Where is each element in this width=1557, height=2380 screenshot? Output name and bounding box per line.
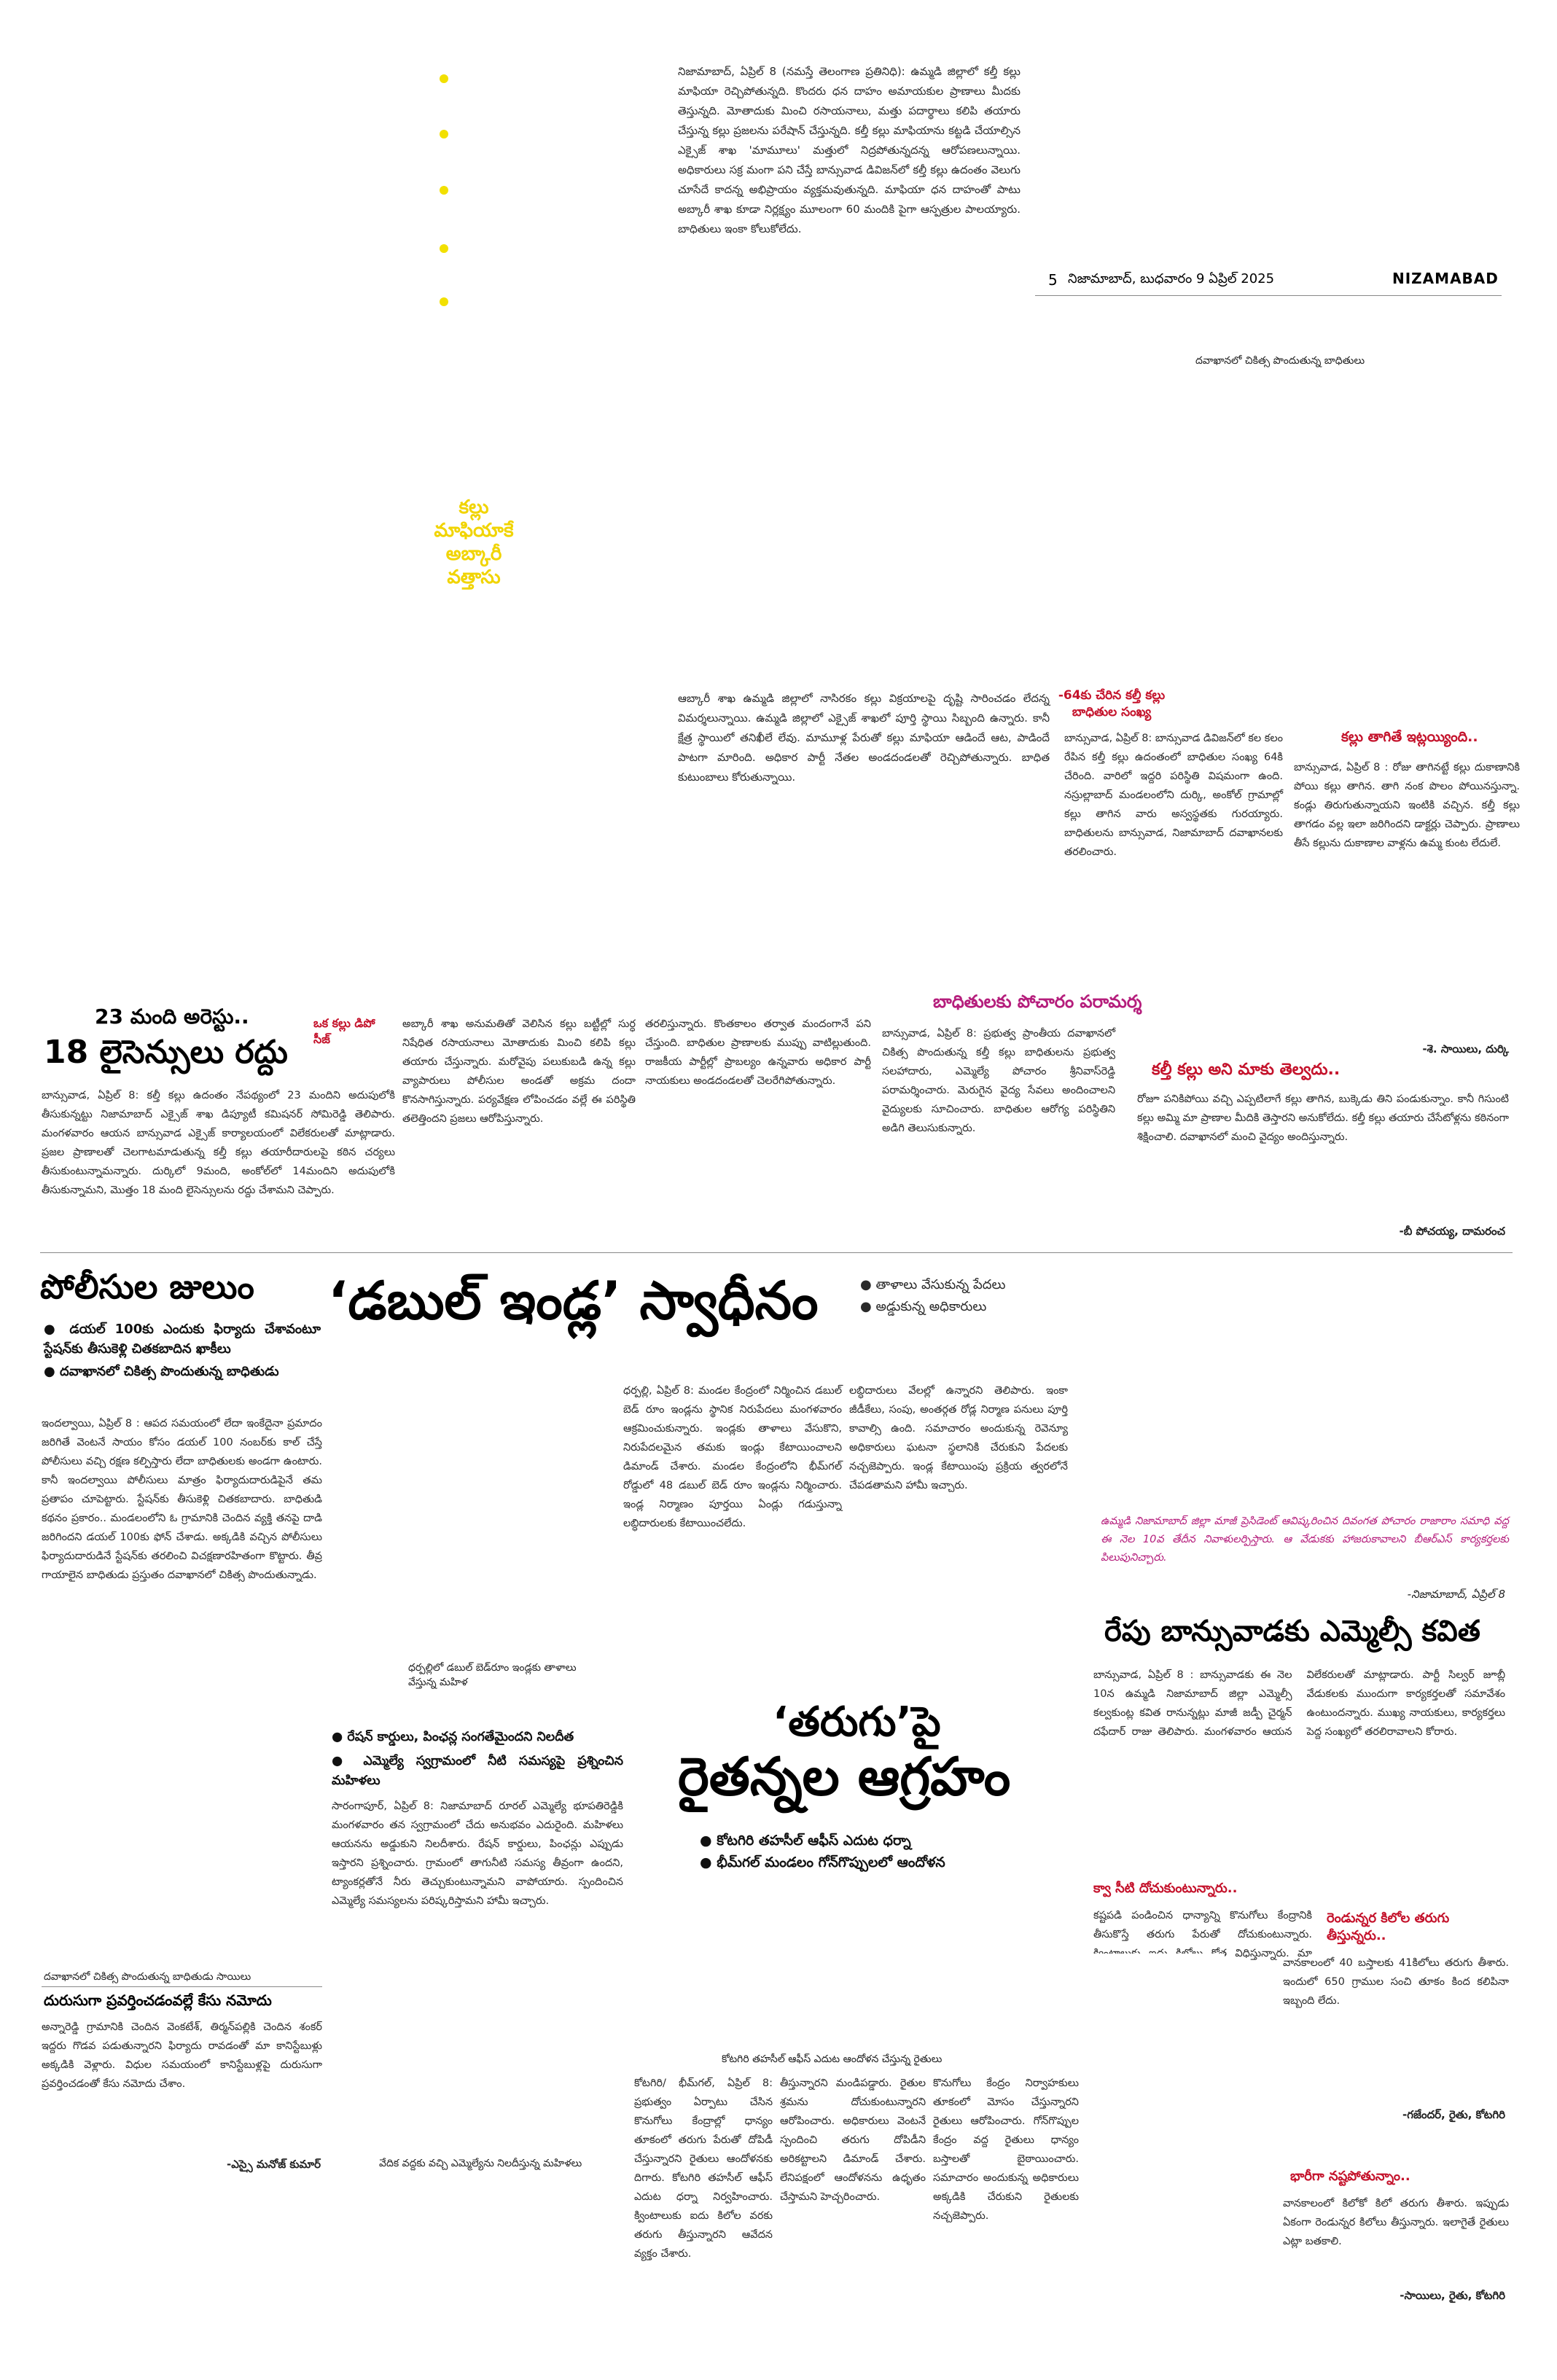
quote-3-body: వానకాలంలో కిలోకో కిలో తరుగు తీశారు. ఇప్ప…	[1283, 2198, 1509, 2247]
toddy-box-signature: -శె. సాయిలు, దుర్కి	[1422, 1042, 1509, 1056]
ration-bullet-2: ఎమ్మెల్యే స్వగ్రామంలో నీటి సమస్యపై ప్రశ్…	[332, 1752, 623, 1791]
quote-2-headline: రెండున్నర కిలోల తరుగు తీస్తున్నరు..	[1327, 1911, 1450, 1943]
double-photo-caption: ధర్పల్లిలో డబుల్ బెడ్‌రూం ఇండ్లకు తాళాలు…	[408, 1662, 577, 1688]
police-photo	[42, 1822, 322, 1965]
arrests-col3: తరలిస్తున్నారు. కొంతకాలం తర్వాత మందంగానే…	[645, 1018, 871, 1087]
double-col2: లబ్ధిదారులు వేలల్లో ఉన్నారని తెలిపారు. ఇ…	[849, 1385, 1068, 1491]
dateline: నిజామాబాద్, బుధవారం 9 ఏప్రిల్ 2025	[1068, 271, 1275, 286]
telvadu-headline: కల్తీ కల్లు అని మాకు తెల్వదు..	[1152, 1061, 1341, 1079]
tarugu-bullet-1: కోటగిరి తహసీల్ ఆఫీస్ ఎదుట ధర్నా	[700, 1830, 1079, 1852]
sidebar-body: బాన్సువాడ, ఏప్రిల్ 8: బాన్సువాడ డివిజన్‌…	[1064, 733, 1283, 858]
arrests-col2: అబ్కారీ శాఖ అనుమతితో వెలిసిన కల్లు బట్టీ…	[402, 1018, 636, 1125]
police-bullet-1: డయల్ 100కు ఎందుకు ఫిర్యాదు చేశావంటూ స్టే…	[44, 1319, 321, 1359]
ration-photo	[332, 2019, 623, 2165]
quote-3-signature: -సాయిలు, రైతు, కోటగిరి	[1400, 2289, 1505, 2302]
police-bullet-2: దవాఖానలో చికిత్స పొందుతున్న బాధితుడు	[44, 1362, 321, 1381]
kavitha-photo	[1079, 1283, 1509, 1523]
quote-1-headline: క్వా సీటి దోచుకుంటున్నారు..	[1093, 1881, 1238, 1896]
police-sub-body: అన్నారెడ్డి గ్రామానికి చెందిన వెంకటేశ్, …	[42, 2021, 322, 2090]
bullet-dot	[440, 297, 448, 306]
top-story-photo	[1035, 343, 1502, 671]
top-story-intro: నిజామాబాద్, ఏప్రిల్ 8 (నమస్తే తెలంగాణ ప్…	[678, 65, 1021, 235]
telvadu-body: రోజూ పనికిపోయి వచ్చి ఎప్పటిలాగే కల్లు తా…	[1137, 1093, 1509, 1143]
quote-3-headline: భారీగా నష్టపోతున్నాం..	[1290, 2169, 1410, 2184]
toddy-box-title: కల్లు తాగితే ఇట్లయ్యింది..	[1341, 729, 1478, 745]
tarugu-caption: కోటగిరి తహసీల్ ఆఫీస్ ఎదుట ఆందోళన చేస్తున…	[722, 2053, 943, 2065]
police-sub-signature: -ఎస్సై మనోజ్ కుమార్	[227, 2158, 321, 2171]
bullet-dot	[440, 186, 448, 195]
tarugu-body3: కొనుగోలు కేంద్రం నిర్వాహకులు తూకంలో మోసం…	[933, 2077, 1079, 2222]
bullet-dot	[440, 74, 448, 83]
ration-bullet-1: రేషన్ కార్డులు, పింఛన్ల సంగతేమైందని నిలద…	[332, 1728, 623, 1747]
kavitha-banner: ఉమ్మడి నిజామాబాద్ జిల్లా మాజీ ప్రెసిడెంట…	[1101, 1515, 1509, 1564]
double-bullets: తాళాలు వేసుకున్న పేదలు అడ్డుకున్న అధికార…	[860, 1274, 1028, 1318]
bullet-dot	[440, 130, 448, 138]
police-headline: పోలీసుల జులుం	[40, 1267, 254, 1306]
quote-1-photo	[1093, 1954, 1225, 2056]
police-bullet: డయల్ 100కు ఎందుకు ఫిర్యాదు చేశావంటూ స్టే…	[44, 1319, 321, 1381]
ration-bullets: రేషన్ కార్డులు, పింఛన్ల సంగతేమైందని నిలద…	[332, 1728, 623, 1791]
tarugu-headline-1: ‘తరుగు’పై	[773, 1698, 941, 1746]
tarugu-photo	[634, 1881, 1086, 2048]
campaign-body: బాన్సువాడ, ఏప్రిల్ 8: ప్రభుత్వ ప్రాంతీయ …	[882, 1028, 1115, 1134]
toddy-box-body: బాన్సువాడ, ఏప్రిల్ 8 : రోజు తాగినట్టే కల…	[1294, 762, 1520, 849]
telvadu-signature: -బీ పోచయ్య, దామరంచ	[1399, 1225, 1505, 1238]
police-sub-rule	[42, 1986, 322, 1987]
tarugu-body1: కోటగిరి/ భీమ్‌గల్, ఏప్రిల్ 8: ప్రభుత్వం …	[634, 2077, 773, 2260]
section-name: NIZAMABAD	[1392, 270, 1499, 287]
kavitha-body: బాన్సువాడ, ఏప్రిల్ 8 : బాన్సువాడకు ఈ నెల…	[1093, 1669, 1505, 1738]
sidebar-headline: -64కు చేరిన కల్తీ కల్లు బాధితుల సంఖ్య	[1058, 688, 1166, 719]
bullet-dot	[440, 244, 448, 253]
police-photo-caption: దవాఖానలో చికిత్స పొందుతున్న బాధితుడు సాయ…	[44, 1971, 251, 1983]
double-photo	[328, 1370, 616, 1655]
double-bullet-1: తాళాలు వేసుకున్న పేదలు	[860, 1274, 1028, 1296]
top-story-col2: ఆబ్కారీ శాఖ ఉమ్మడి జిల్లాలో నాసిరకం కల్ల…	[678, 692, 1050, 784]
police-body: ఇందల్వాయి, ఏప్రిల్ 8 : ఆపద సమయంలో లేదా ఇ…	[42, 1418, 322, 1581]
arrests-body: బాన్సువాడ, ఏప్రిల్ 8: కల్తీ కల్లు ఉదంతం …	[42, 1090, 395, 1196]
top-story-headline: కల్లు మాఫియాకే అబ్కారీ వత్తాసు	[434, 496, 514, 588]
double-col1: ధర్పల్లి, ఏప్రిల్ 8: మండల కేంద్రంలో నిర్…	[623, 1385, 842, 1529]
double-headline: ‘డబుల్ ఇండ్ల’ స్వాధీనం	[328, 1270, 819, 1331]
kavitha-banner-signature: -నిజామాబాద్, ఏప్రిల్ 8	[1407, 1588, 1505, 1601]
tarugu-body2: తీస్తున్నారని మండిపడ్డారు. రైతుల శ్రమను …	[780, 2077, 926, 2203]
page-number: 5	[1048, 271, 1058, 289]
arrests-kicker: 23 మంది అరెస్టు..	[95, 1004, 249, 1029]
kavitha-headline: రేపు బాన్సువాడకు ఎమ్మెల్సీ కవిత	[1104, 1615, 1480, 1648]
arrests-headline: 18 లైసెన్సులు రద్దు	[44, 1034, 288, 1071]
campaign-headline: బాధితులకు పోచారం పరామర్శ	[933, 991, 1142, 1012]
quote-2-body: వానకాలంలో 40 బస్తాలకు 41కిలోలు తరుగు తీశ…	[1283, 1957, 1509, 2007]
masthead-rule	[1035, 295, 1502, 296]
ration-caption: వేదిక వద్దకు వచ్చి ఎమ్మెల్యేను నిలదీస్తు…	[379, 2158, 582, 2169]
tarugu-bullet-2: భీమ్‌గల్ మండలం గోన్‌గొప్పులలో ఆందోళన	[700, 1852, 1079, 1873]
tarugu-headline-2: రైతన్నల ఆగ్రహం	[678, 1746, 1011, 1807]
tarugu-bullets: కోటగిరి తహసీల్ ఆఫీస్ ఎదుట ధర్నా భీమ్‌గల్…	[700, 1830, 1079, 1873]
police-sub-headline: దురుసుగా ప్రవర్తించడంవల్లే కేసు నమోదు	[44, 1991, 272, 2009]
quote-2-signature: -గజేందర్, రైతు, కోటగిరి	[1402, 2108, 1505, 2121]
double-bullet-2: అడ్డుకున్న అధికారులు	[860, 1296, 1028, 1318]
ration-body: సారంగాపూర్, ఏప్రిల్ 8: నిజామాబాద్ రూరల్ …	[332, 1800, 623, 1907]
top-story-caption: దవాఖానలో చికిత్స పొందుతున్న బాధితులు	[1195, 355, 1365, 367]
arrests-tag: ఒక కల్లు డిపో సీజ్	[313, 1016, 375, 1046]
section-rule	[40, 1252, 1513, 1253]
